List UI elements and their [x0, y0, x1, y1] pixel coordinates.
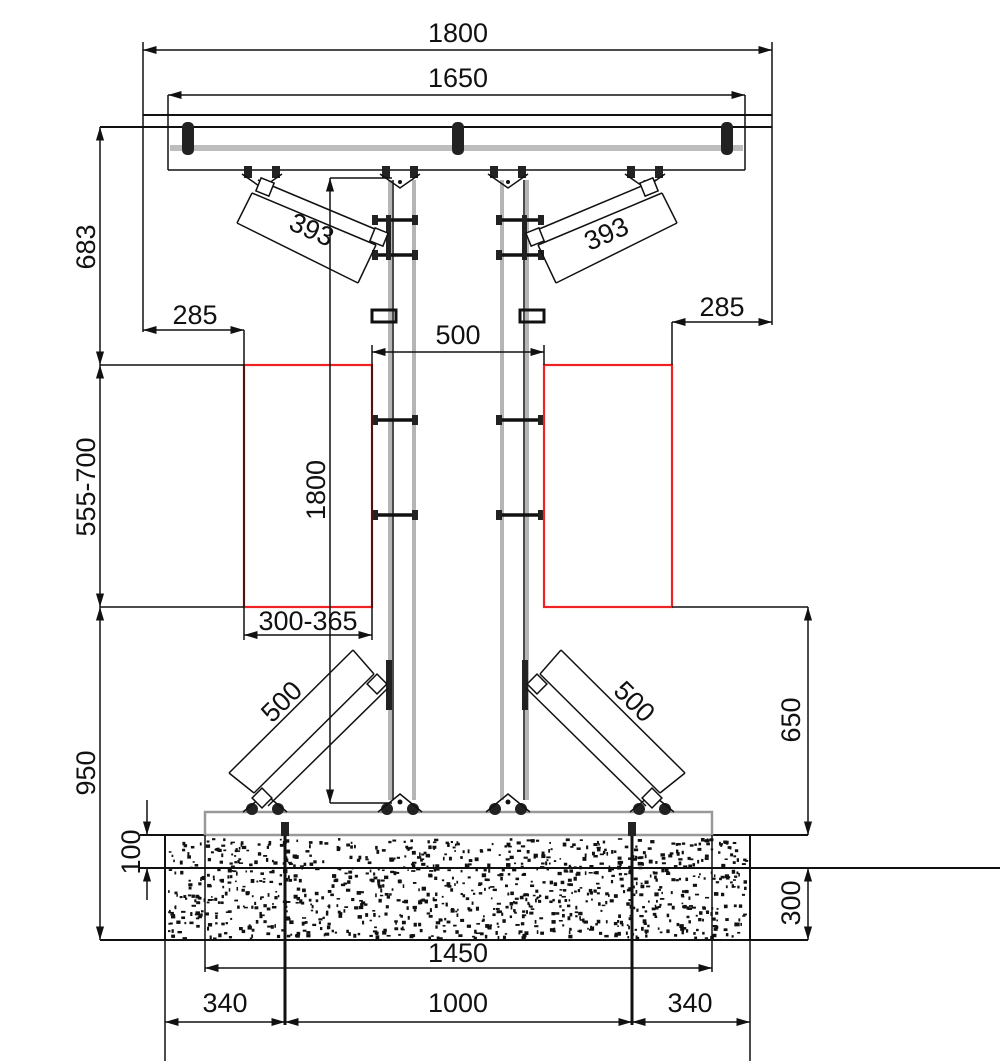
- dim-panel-height: 555-700: [71, 437, 101, 536]
- brace-plate-icon: [386, 215, 391, 260]
- right-panel-outline: [542, 363, 674, 609]
- brace-plate-icon: [522, 215, 527, 260]
- dimension-lines: [95, 45, 813, 1027]
- post-bracket-icon: [372, 510, 418, 520]
- base-clamp-icon: [377, 793, 423, 815]
- dim-post-gap: 500: [435, 320, 480, 350]
- dim-foundation-left: 340: [202, 988, 247, 1018]
- post-bracket-icon: [496, 215, 544, 225]
- dim-anchor-spacing: 1000: [428, 988, 488, 1018]
- brace-plate-icon: [386, 660, 392, 710]
- dim-panel-width: 300-365: [258, 606, 357, 636]
- dim-foundation-right: 340: [667, 988, 712, 1018]
- beam-bolt-icon: [452, 122, 464, 155]
- bottom-right-brace: [525, 649, 686, 809]
- top-left-brace: [236, 176, 390, 284]
- anchor-bolts: [281, 822, 636, 1025]
- brace-plate-icon: [522, 660, 528, 710]
- top-right-brace: [524, 176, 678, 284]
- beam-bolt-icon: [182, 122, 194, 155]
- top-beam: [100, 95, 772, 171]
- dim-top-height: 683: [71, 224, 101, 269]
- c-clamp-icon: [518, 308, 546, 324]
- post-bracket-icon: [372, 250, 418, 260]
- dim-left-offset: 285: [172, 300, 217, 330]
- extension-lines: [100, 42, 808, 1061]
- post-bracket-icon: [496, 415, 544, 425]
- beam-clamp-icon: [487, 166, 529, 189]
- dim-brace-bottom-right: 500: [608, 675, 661, 728]
- base-plate: [203, 810, 714, 972]
- dim-right-offset: 285: [699, 292, 744, 322]
- dim-brace-top-right: 393: [580, 211, 633, 257]
- dim-plate-thickness: 100: [116, 829, 146, 874]
- clamps-and-brackets: [241, 166, 675, 815]
- base-clamp-icon: [485, 793, 531, 815]
- dim-foundation-depth: 300: [776, 880, 806, 925]
- beam-bolt-icon: [721, 122, 733, 155]
- post-bracket-icon: [372, 215, 418, 225]
- dim-bottom-height: 950: [71, 750, 101, 795]
- left-post: [388, 180, 416, 800]
- bottom-left-brace: [228, 649, 389, 809]
- dim-overall-width: 1800: [428, 18, 488, 48]
- c-clamp-icon: [370, 308, 398, 324]
- dim-post-height: 1800: [301, 460, 331, 520]
- post-bracket-icon: [496, 510, 544, 520]
- dim-base-width: 1450: [428, 938, 488, 968]
- dim-brace-bottom-left: 500: [255, 675, 308, 728]
- dim-panel-bottom-height: 650: [776, 697, 806, 742]
- post-bracket-icon: [496, 250, 544, 260]
- post-bracket-icon: [372, 415, 418, 425]
- dim-beam-width: 1650: [428, 63, 488, 93]
- concrete-foundation: [100, 834, 1000, 941]
